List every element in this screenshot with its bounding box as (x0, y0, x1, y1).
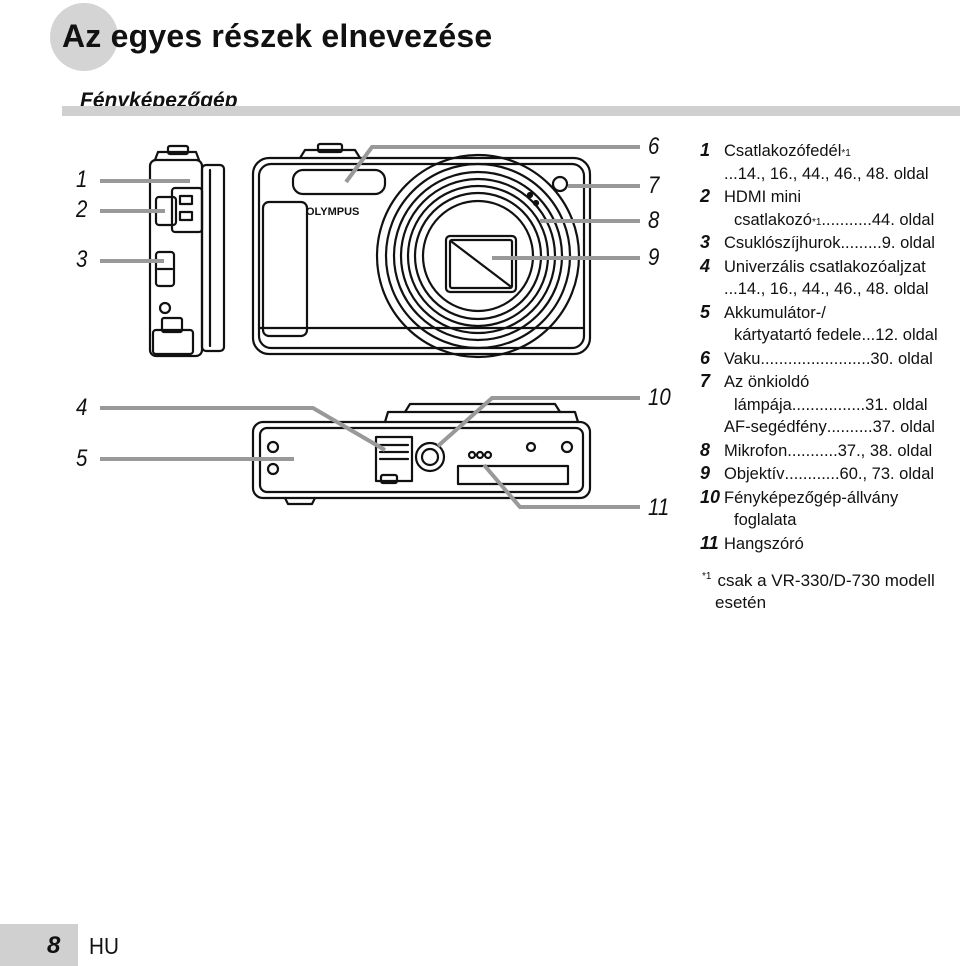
leader-lines (100, 145, 640, 509)
parts-list: 1 Csatlakozófedél*1 ...14., 16., 44., 46… (700, 139, 960, 555)
list-item-continued: ...14., 16., 44., 46., 48. oldal (724, 164, 929, 183)
list-item-continued: ...14., 16., 44., 46., 48. oldal (724, 280, 929, 298)
list-item: 4 Univerzális csatlakozóaljzat (700, 255, 926, 276)
list-item: 7 Az önkioldó (700, 371, 810, 391)
callout-7: 7 (648, 172, 660, 199)
callout-10: 10 (648, 384, 671, 411)
list-item: 11 Hangszóró (700, 532, 804, 553)
camera-bottom-view (251, 402, 592, 506)
page-title: Az egyes részek elnevezése (62, 18, 493, 54)
list-item-continued: AF-segédfény..........37. oldal (724, 418, 935, 436)
page-language: HU (89, 933, 119, 959)
callout-8: 8 (648, 207, 660, 234)
brand-logo: OLYMPUS (306, 206, 359, 218)
page-number-box (0, 924, 78, 966)
list-item: 3 Csuklószíjhurok.........9. oldal (700, 232, 935, 252)
list-item: 8 Mikrofon...........37., 38. oldal (700, 439, 933, 460)
list-item-continued: lámpája................31. oldal (734, 395, 928, 414)
list-item-continued: foglalata (734, 511, 797, 529)
callout-1: 1 (76, 166, 88, 193)
list-item: 1 Csatlakozófedél*1 (700, 140, 851, 160)
list-item: 10 Fényképezőgép-állvány (700, 486, 899, 507)
list-item: 5 Akkumulátor-/ (700, 301, 826, 322)
callout-9: 9 (648, 244, 660, 271)
list-item-continued: kártyatartó fedele...12. oldal (734, 326, 938, 344)
list-item-continued: csatlakozó*1...........44. oldal (734, 210, 935, 229)
callout-3: 3 (76, 246, 88, 273)
section-rule (62, 106, 960, 116)
list-item: 9 Objektív............60., 73. oldal (700, 463, 935, 483)
list-item: 6 Vaku........................30. oldal (700, 347, 933, 368)
callout-6: 6 (648, 133, 660, 160)
page-number: 8 (47, 932, 61, 959)
list-item: 2 HDMI mini (700, 186, 801, 206)
callout-2: 2 (76, 196, 88, 223)
camera-side-view (148, 144, 226, 358)
callout-11: 11 (648, 494, 670, 521)
camera-diagram: OLYMPUS (100, 142, 640, 509)
title-decoration-circle (50, 3, 118, 71)
camera-front-view (251, 142, 592, 359)
callout-5: 5 (76, 445, 88, 472)
callout-4: 4 (76, 394, 88, 421)
